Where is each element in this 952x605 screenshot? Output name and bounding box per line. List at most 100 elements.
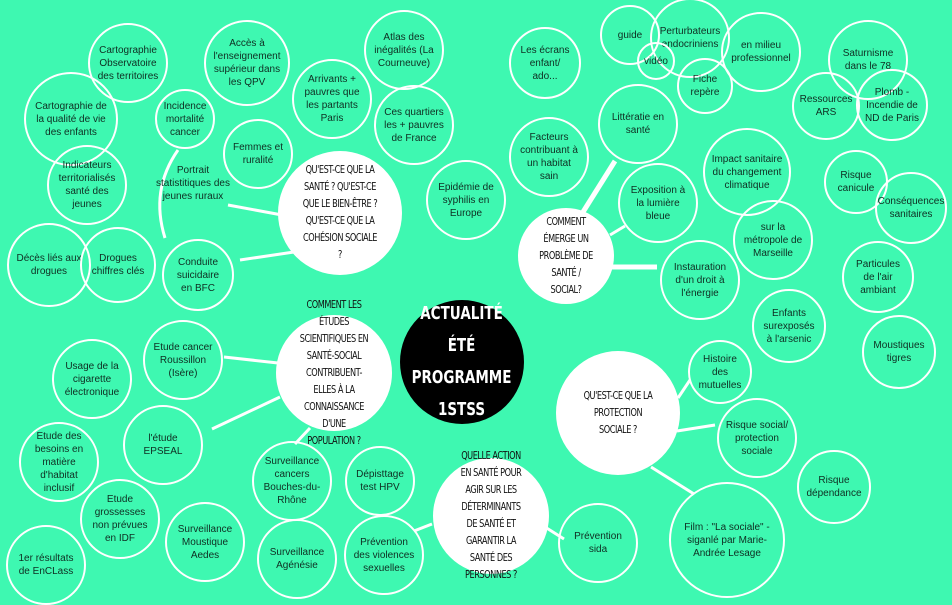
topic-bubble[interactable]: Littératie en santé [598,84,678,164]
topic-bubble[interactable]: Etude grossesses non prévues en IDF [80,479,160,559]
connector-arc [158,149,180,239]
topic-bubble[interactable]: Moustiques tigres [862,315,936,389]
topic-label: Saturnisme dans le 78 [842,48,894,72]
topic-label: Etude grossesses non prévues en IDF [92,494,148,544]
topic-bubble[interactable]: en milieu professionnel [721,12,801,92]
question-hub-action[interactable]: Quelle action en santé pour agir sur les… [433,450,549,581]
topic-label: Epidémie de syphilis en Europe [438,181,494,219]
question-label: Qu'est-ce que la protection sociale ? [583,389,653,436]
central-title: Actualité été programme 1STSS [412,303,512,420]
topic-label: Arrivants + pauvres que les partants Par… [304,74,360,124]
topic-bubble[interactable]: Drogues chiffres clés [80,227,156,303]
topic-bubble[interactable]: Facteurs contribuant à un habitat sain [509,117,589,197]
topic-bubble[interactable]: Prévention sida [558,503,638,583]
connector-line [239,250,295,262]
connector-line [227,203,283,217]
topic-bubble[interactable]: Arrivants + pauvres que les partants Par… [292,59,372,139]
topic-bubble[interactable]: Etude cancer Roussillon (Isère) [143,320,223,400]
topic-label: Particules de l'air ambiant [856,258,900,296]
topic-label: Prévention sida [574,531,622,555]
topic-label: Incidence mortalité cancer [163,100,207,138]
topic-bubble[interactable]: Cartographie Observatoire des territoire… [88,23,168,103]
topic-bubble[interactable]: Ces quartiers les + pauvres de France [374,85,454,165]
topic-bubble[interactable]: 1er résultats de EnCLass [6,525,86,605]
connector-line [223,355,279,365]
topic-bubble[interactable]: Epidémie de syphilis en Europe [426,160,506,240]
topic-label: Littératie en santé [611,112,665,136]
topic-label: guide [617,29,643,41]
question-hub-protection[interactable]: Qu'est-ce que la protection sociale ? [556,351,680,475]
topic-bubble[interactable]: Conduite suicidaire en BFC [162,239,234,311]
topic-bubble[interactable]: Atlas des inégalités (La Courneuve) [364,10,444,90]
topic-label: Ces quartiers les + pauvres de France [384,106,444,144]
topic-bubble[interactable]: Incidence mortalité cancer [155,89,215,149]
topic-label: Exposition à la lumière bleue [630,184,686,222]
topic-label: Etude des besoins en matière d'habitat i… [34,430,84,494]
connector-line [609,224,626,237]
topic-label: sur la métropole de Marseille [743,221,803,259]
topic-label: Etude cancer Roussillon (Isère) [153,341,213,379]
topic-bubble[interactable]: Dépisttage test HPV [345,446,415,516]
topic-bubble[interactable]: Risque dépendance [797,450,871,524]
topic-label: Accès à l'enseignement supérieur dans le… [213,38,281,88]
topic-bubble[interactable]: Usage de la cigarette électronique [52,339,132,419]
topic-bubble[interactable]: Surveillance Agénésie [257,519,337,599]
topic-label: Femmes et ruralité [232,142,283,166]
topic-label: Drogues chiffres clés [91,253,145,277]
topic-bubble[interactable]: Fiche repère [677,58,733,114]
topic-label: Plomb - Incendie de ND de Paris [865,86,919,124]
topic-bubble[interactable]: Accès à l'enseignement supérieur dans le… [204,20,290,106]
topic-label: en milieu professionnel [731,40,791,64]
topic-bubble[interactable]: vidéo [637,42,675,80]
central-title-node[interactable]: Actualité été programme 1STSS [400,300,524,424]
topic-label: Surveillance cancers Bouches-du-Rhône [263,456,321,506]
topic-bubble[interactable]: Etude des besoins en matière d'habitat i… [19,422,99,502]
topic-bubble[interactable]: Prévention des violences sexuelles [344,515,424,595]
topic-label: Risque canicule [837,170,875,194]
question-label: Comment émerge un problème de santé / so… [539,215,593,296]
topic-label: Perturbateurs endocriniens [659,26,721,50]
question-hub-sante[interactable]: Qu'est-ce que la santé ? Qu'est-ce que l… [278,151,402,275]
topic-bubble[interactable]: Conséquences sanitaires [875,172,947,244]
topic-bubble[interactable]: Surveillance Moustique Aedes [165,502,245,582]
connector-line [413,522,433,533]
topic-bubble[interactable]: sur la métropole de Marseille [733,200,813,280]
topic-bubble[interactable]: Indicateurs territorialisés santé des je… [47,145,127,225]
topic-label: Film : "La sociale" - siganlé par Marie-… [684,521,770,559]
topic-bubble[interactable]: Décès liés aux drogues [7,223,91,307]
question-hub-probleme[interactable]: Comment émerge un problème de santé / so… [518,208,614,304]
topic-label: Impact sanitaire du changement climatiqu… [711,153,783,191]
connector-line [650,465,695,496]
topic-bubble[interactable]: Enfants surexposés à l'arsenic [752,289,826,363]
topic-label: Ressources ARS [799,94,853,118]
question-hub-etudes[interactable]: Comment les études scientifiques en sant… [276,299,392,447]
question-label: Comment les études scientifiques en sant… [299,298,369,447]
topic-bubble[interactable]: Instauration d'un droit à l'énergie [660,240,740,320]
topic-label: Dépisttage test HPV [356,469,404,493]
topic-bubble[interactable]: Histoire des mutuelles [688,340,752,404]
topic-bubble[interactable]: Ressources ARS [792,72,860,140]
topic-bubble[interactable]: Surveillance cancers Bouches-du-Rhône [252,441,332,521]
topic-label: Surveillance Agénésie [269,547,325,571]
question-label: Quelle action en santé pour agir sur les… [460,450,522,581]
topic-bubble[interactable]: Femmes et ruralité [223,119,293,189]
topic-label: Les écrans enfant/ ado... [520,44,570,82]
topic-label: Risque dépendance [806,475,862,499]
topic-bubble[interactable]: l'étude EPSEAL [123,405,203,485]
topic-bubble[interactable]: Exposition à la lumière bleue [618,163,698,243]
topic-bubble[interactable]: Film : "La sociale" - siganlé par Marie-… [669,482,785,598]
connector-line [580,159,618,214]
topic-label: Cartographie de la qualité de vie des en… [35,100,107,138]
topic-label: 1er résultats de EnCLass [18,553,74,577]
topic-label: Instauration d'un droit à l'énergie [673,261,727,299]
topic-bubble[interactable]: Les écrans enfant/ ado... [509,27,581,99]
topic-label: Conséquences sanitaires [877,196,945,220]
portrait-label[interactable]: Portrait statistitiques des jeunes rurau… [156,165,230,202]
topic-label: Risque social/ protection sociale [725,419,789,457]
topic-bubble[interactable]: Plomb - Incendie de ND de Paris [856,69,928,141]
topic-label: Indicateurs territorialisés santé des je… [58,160,116,210]
topic-bubble[interactable]: Risque social/ protection sociale [717,398,797,478]
topic-bubble[interactable]: Particules de l'air ambiant [842,241,914,313]
